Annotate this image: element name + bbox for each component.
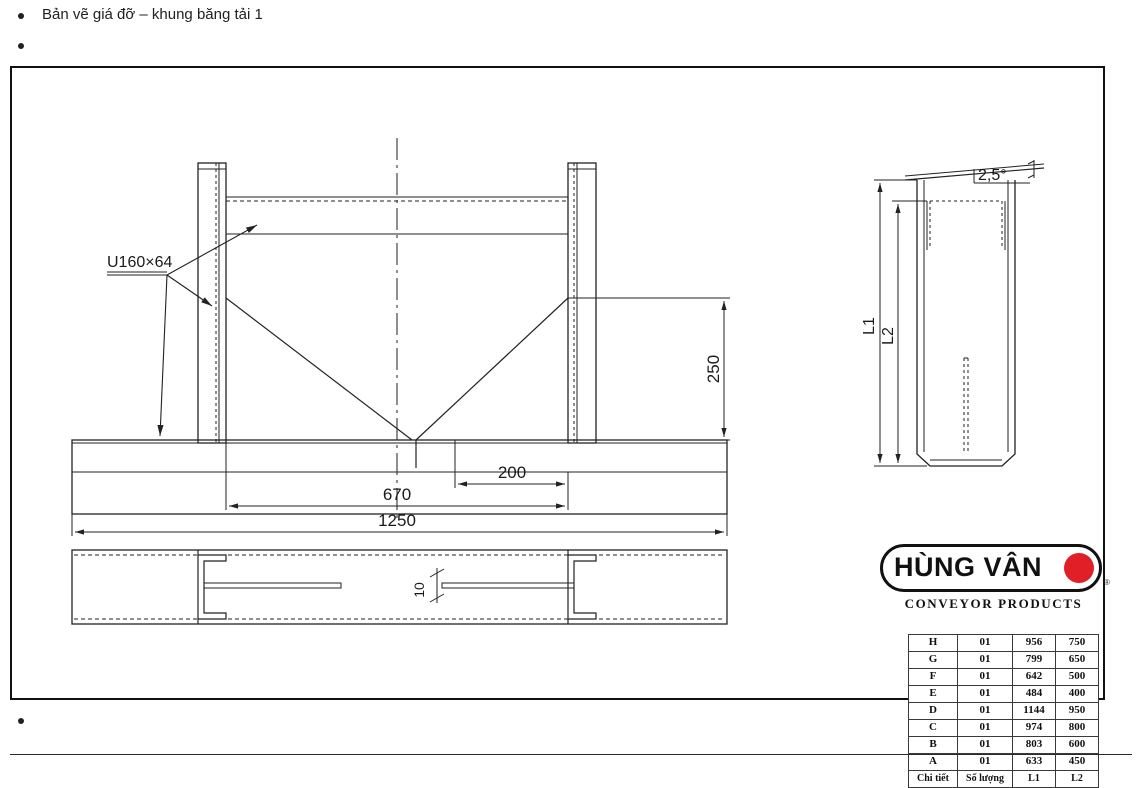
parts-table: H 01 956 750 G 01 799 650 F 01 642 500 E… (908, 634, 1099, 788)
cell-detail: H (908, 634, 958, 652)
cell-qty: 01 (957, 736, 1013, 754)
cell-l1: 642 (1012, 668, 1056, 686)
dimension-250 (568, 297, 730, 441)
table-row: E 01 484 400 (908, 685, 1099, 703)
cell-l1: 799 (1012, 651, 1056, 669)
dimension-10-label: 10 (411, 582, 427, 598)
angle-callout-label: 2,5° (978, 167, 1007, 184)
dimension-L1-label: L1 (861, 317, 878, 335)
dimension-200-label: 200 (498, 463, 526, 482)
bullet-item-3 (0, 714, 1142, 724)
column-header-qty: Số lượng (957, 770, 1013, 788)
column-header-detail: Chi tiết (908, 770, 958, 788)
cell-detail: F (908, 668, 958, 686)
table-row: G 01 799 650 (908, 651, 1099, 669)
dimension-L2 (892, 200, 927, 467)
logo-name: HÙNG VÂN (894, 552, 1043, 582)
technical-drawing-frame: 250 200 670 1250 U160× (10, 66, 1110, 788)
table-row: C 01 974 800 (908, 719, 1099, 737)
bullet-marker-icon (18, 13, 24, 19)
cell-qty: 01 (957, 668, 1013, 686)
table-row: H 01 956 750 (908, 634, 1099, 652)
dimension-1250 (71, 514, 728, 536)
cell-l2: 950 (1055, 702, 1099, 720)
cell-l2: 450 (1055, 753, 1099, 771)
cell-qty: 01 (957, 753, 1013, 771)
cell-qty: 01 (957, 685, 1013, 703)
dimension-250-label: 250 (704, 355, 723, 383)
cell-qty: 01 (957, 634, 1013, 652)
bullet-item-1: Bản vẽ giá đỡ – khung băng tải 1 (0, 6, 1142, 24)
table-header-row: Chi tiết Số lượng L1 L2 (908, 770, 1099, 788)
dimension-L2-label: L2 (880, 327, 897, 345)
cell-l1: 803 (1012, 736, 1056, 754)
cell-l2: 650 (1055, 651, 1099, 669)
table-row: A 01 633 450 (908, 753, 1099, 771)
table-row: D 01 1144 950 (908, 702, 1099, 720)
cell-l2: 400 (1055, 685, 1099, 703)
dimension-200 (454, 440, 569, 488)
cell-l2: 750 (1055, 634, 1099, 652)
bullet-item-2 (0, 39, 1142, 49)
dimension-670 (225, 443, 569, 510)
bullet-text-1: Bản vẽ giá đỡ – khung băng tải 1 (42, 6, 263, 23)
cell-l1: 484 (1012, 685, 1056, 703)
section-view (904, 163, 1045, 467)
cell-l2: 500 (1055, 668, 1099, 686)
cell-detail: A (908, 753, 958, 771)
cell-detail: B (908, 736, 958, 754)
table-row: B 01 803 600 (908, 736, 1099, 754)
parts-table-body: H 01 956 750 G 01 799 650 F 01 642 500 E… (908, 634, 1099, 788)
dimension-10 (429, 568, 445, 603)
horizontal-divider (10, 754, 1132, 755)
logo-subtitle: CONVEYOR PRODUCTS (904, 596, 1083, 611)
column-header-l2: L2 (1055, 770, 1099, 788)
technical-drawing-canvas: 250 200 670 1250 U160× (71, 138, 1045, 625)
cell-detail: G (908, 651, 958, 669)
cell-l1: 956 (1012, 634, 1056, 652)
bullet-marker-icon (18, 43, 24, 49)
registered-trademark-icon: ® (1104, 578, 1110, 587)
cell-qty: 01 (957, 651, 1013, 669)
cell-l1: 633 (1012, 753, 1056, 771)
logo-red-dot-icon (1064, 553, 1094, 583)
company-logo: HÙNG VÂN ® CONVEYOR PRODUCTS (880, 544, 1112, 616)
dimension-1250-label: 1250 (378, 511, 416, 530)
profile-callout-label: U160×64 (107, 254, 172, 271)
table-row: F 01 642 500 (908, 668, 1099, 686)
cell-detail: E (908, 685, 958, 703)
plan-view (71, 549, 728, 625)
column-header-l1: L1 (1012, 770, 1056, 788)
bullet-marker-icon (18, 718, 24, 724)
dimension-L1 (874, 179, 917, 467)
cell-l2: 600 (1055, 736, 1099, 754)
profile-callout-leaders (107, 224, 258, 437)
angle-callout-2-5-deg (973, 160, 1035, 184)
elevation-view (71, 138, 728, 520)
dimension-670-label: 670 (383, 485, 411, 504)
